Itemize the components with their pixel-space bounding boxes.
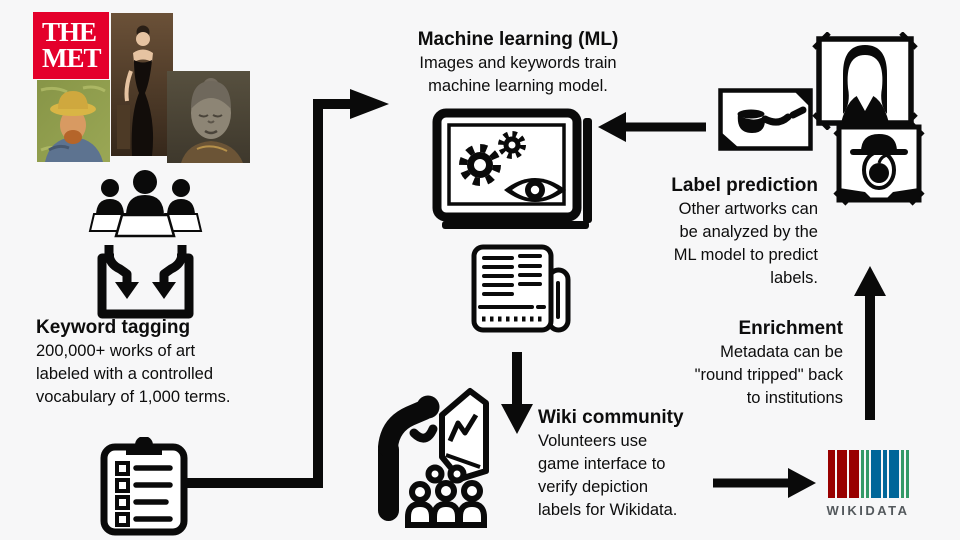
enrichment-line: "round tripped" back — [694, 366, 843, 384]
ml-model-screen-icon — [432, 108, 592, 229]
wikidata-bar — [860, 450, 864, 498]
label-prediction-title: Label prediction — [671, 175, 818, 196]
machine-learning-line: Images and keywords train — [419, 54, 617, 72]
van-gogh-self-portrait-thumbnail — [37, 80, 110, 162]
label-prediction-line: ML model to predict — [673, 246, 818, 264]
wikidata-bar — [865, 450, 869, 498]
met-logo-line1: THE — [42, 17, 97, 47]
mona-lisa-artwork-icon — [812, 32, 918, 130]
met-logo: THE MET — [33, 12, 109, 79]
crowd-taggers-icon — [88, 170, 203, 319]
arrow-prediction-to-ml — [598, 112, 706, 142]
wikidata-bar — [882, 450, 887, 498]
label-prediction-line: labels. — [770, 269, 818, 287]
wikidata-bar — [888, 450, 899, 498]
wikidata-bar — [900, 450, 904, 498]
label-prediction-line: Other artworks can — [678, 200, 818, 218]
label-prediction-line: be analyzed by the — [679, 223, 818, 241]
madame-x-portrait-thumbnail — [111, 13, 173, 156]
arrow-clipboard-to-ml — [186, 89, 389, 488]
keyword-tagging-title: Keyword tagging — [36, 317, 191, 338]
arrow-enrichment-up — [854, 266, 886, 420]
met-logo-line2: MET — [42, 43, 102, 73]
keyword-tagging-line: vocabulary of 1,000 terms. — [36, 388, 231, 406]
wikidata-bar — [905, 450, 909, 498]
wiki-community-line: labels for Wikidata. — [538, 501, 678, 519]
wikidata-barcode — [822, 450, 914, 498]
arrow-newspaper-to-wiki — [501, 352, 533, 434]
wiki-community-section: Wiki community Volunteers use game inter… — [538, 406, 718, 522]
enrichment-line: to institutions — [746, 389, 843, 407]
wiki-community-title: Wiki community — [538, 407, 684, 428]
wikidata-bar — [848, 450, 859, 498]
enrichment-section: Enrichment Metadata can be "round trippe… — [658, 317, 843, 410]
enrichment-line: Metadata can be — [720, 343, 843, 361]
wikidata-label: WIKIDATA — [826, 503, 910, 518]
keyword-tagging-line: 200,000+ works of art — [36, 342, 196, 360]
wikidata-bar — [827, 450, 835, 498]
buddha-head-thumbnail — [167, 71, 250, 163]
arrow-wiki-to-wikidata — [713, 468, 816, 498]
clipboard-checklist-icon — [100, 437, 188, 536]
newspaper-icon — [471, 244, 571, 333]
wikidata-logo: WIKIDATA — [822, 450, 914, 518]
label-prediction-section: Label prediction Other artworks can be a… — [638, 174, 818, 290]
enrichment-title: Enrichment — [738, 318, 843, 339]
pipe-artwork-icon — [718, 88, 813, 151]
machine-learning-title: Machine learning (ML) — [417, 29, 619, 50]
wiki-community-line: verify depiction — [538, 478, 649, 496]
wiki-community-line: game interface to — [538, 455, 666, 473]
wikidata-bar — [836, 450, 847, 498]
keyword-tagging-section: Keyword tagging 200,000+ works of art la… — [36, 316, 266, 409]
son-of-man-artwork-icon — [833, 121, 925, 206]
wiki-community-line: Volunteers use — [538, 432, 648, 450]
viewer-with-painting-icon — [378, 388, 489, 528]
wikidata-bar — [870, 450, 881, 498]
machine-learning-section: Machine learning (ML) Images and keyword… — [398, 28, 638, 98]
machine-learning-line: machine learning model. — [428, 77, 608, 95]
keyword-tagging-line: labeled with a controlled — [36, 365, 214, 383]
